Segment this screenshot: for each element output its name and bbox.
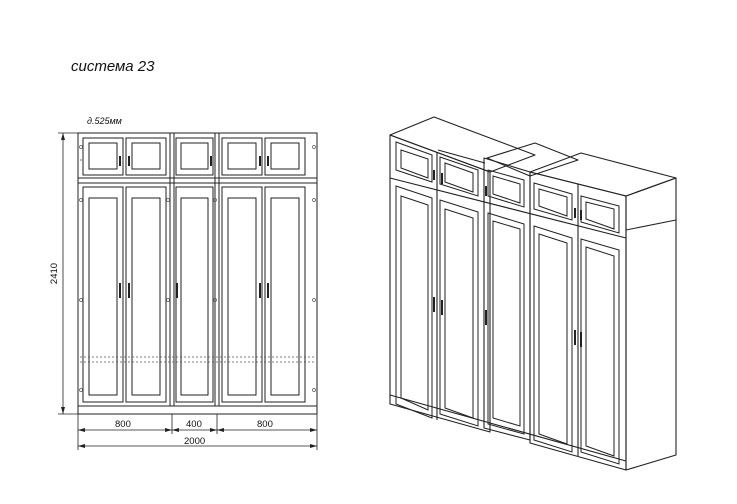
iso-top-right: [529, 152, 677, 197]
iso-main-handles: [433, 297, 582, 347]
iso-front-left: [389, 134, 491, 433]
iso-top-doors: [395, 141, 620, 234]
hinge-markers: [79, 145, 316, 392]
dimension-lines: [58, 132, 318, 450]
iso-front-middle: [483, 157, 531, 441]
width-middle-section-label: 400: [186, 419, 202, 430]
iso-main-doors: [395, 185, 620, 465]
iso-side: [625, 177, 677, 471]
iso-top-left: [389, 116, 536, 173]
width-left-section-label: 800: [115, 419, 131, 430]
system-title: система 23: [71, 58, 155, 75]
dimension-arrows: [61, 133, 317, 448]
iso-top-handles: [433, 170, 582, 220]
depth-label: д.525мм: [87, 116, 122, 126]
total-width-label: 2000: [184, 436, 206, 447]
top-door-handles: [119, 156, 269, 166]
width-right-section-label: 800: [257, 419, 273, 430]
main-door-handles: [119, 283, 269, 298]
top-doors: [82, 137, 306, 176]
internal-shelves: [80, 159, 315, 363]
